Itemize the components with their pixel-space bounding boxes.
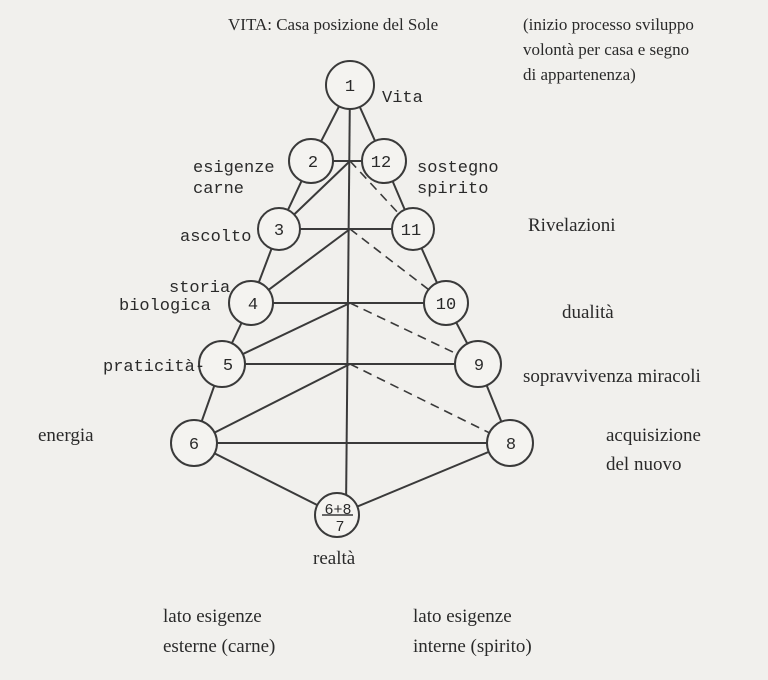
central-axis-line — [345, 84, 351, 511]
node-11: 11 — [391, 207, 435, 251]
node-10: 10 — [423, 280, 469, 326]
label-praticita: praticità- — [103, 358, 205, 377]
label-sostegno-line-1: sostegno — [417, 159, 499, 178]
node-8-number: 8 — [506, 436, 516, 455]
diagram-title: VITA: Casa posizione del Sole — [228, 15, 438, 34]
node-12-number: 12 — [371, 154, 391, 173]
node-7-top-text: 6+8 — [324, 502, 351, 519]
node-4-number: 4 — [248, 296, 258, 315]
label-ascolto: ascolto — [180, 228, 251, 247]
node-1: 1 — [325, 60, 375, 110]
node-4: 4 — [228, 280, 274, 326]
node-7-bottom-text: 7 — [335, 519, 344, 536]
node-7: 6+8 7 — [314, 492, 360, 538]
label-biologica-line-2: biologica — [119, 297, 211, 316]
node-12: 12 — [361, 138, 407, 184]
label-vita: Vita — [382, 89, 423, 108]
title-note-line-3: di appartenenza) — [523, 65, 636, 84]
label-acquisizione-line-1: acquisizione — [606, 425, 701, 446]
node-6-number: 6 — [189, 436, 199, 455]
node-5: 5 — [198, 340, 246, 388]
label-energia: energia — [38, 425, 94, 446]
label-realta: realtà — [313, 548, 356, 569]
node-8: 8 — [486, 419, 534, 467]
dashed-10 — [349, 228, 447, 304]
label-spirito-line-2: spirito — [417, 180, 488, 199]
node-1-number: 1 — [345, 78, 355, 97]
node-9: 9 — [454, 340, 502, 388]
label-acquisizione-line-2: del nuovo — [606, 454, 681, 475]
node-3: 3 — [257, 207, 301, 251]
label-dualita: dualità — [562, 302, 614, 323]
dashed-9 — [349, 302, 479, 365]
footer-left-line-1: lato esigenze — [163, 606, 262, 627]
node-2-number: 2 — [308, 154, 318, 173]
label-sopravvivenza: sopravvivenza miracoli — [523, 366, 701, 387]
node-6: 6 — [170, 419, 218, 467]
node-2: 2 — [288, 138, 334, 184]
footer-right-line-1: lato esigenze — [413, 606, 512, 627]
footer-right-line-2: interne (spirito) — [413, 636, 532, 657]
label-esigenze-line-1: esigenze — [193, 159, 275, 178]
node-3-number: 3 — [274, 222, 284, 241]
footer-left-line-2: esterne (carne) — [163, 636, 275, 657]
node-11-number: 11 — [401, 222, 421, 241]
diagonal-6 — [193, 363, 351, 444]
node-10-number: 10 — [436, 296, 456, 315]
label-rivelazioni: Rivelazioni — [528, 215, 616, 236]
label-storia-line-1: storia — [169, 279, 230, 298]
node-5-number: 5 — [223, 357, 233, 376]
title-note-line-2: volontà per casa e segno — [523, 40, 689, 59]
title-note-line-1: (inizio processo sviluppo — [523, 15, 694, 34]
label-carne-line-2: carne — [193, 180, 244, 199]
node-9-number: 9 — [474, 357, 484, 376]
